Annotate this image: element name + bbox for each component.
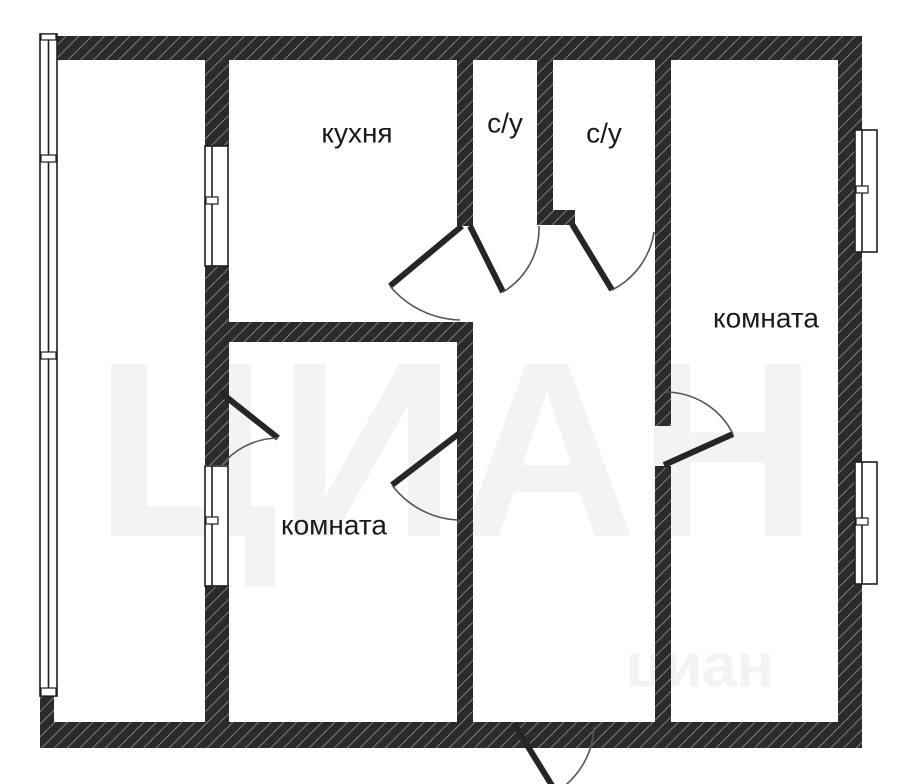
room-label-bathroom-2: с/у (586, 117, 622, 148)
wall-partition-v3-stub (537, 210, 575, 225)
door-bathroom-2 (569, 222, 655, 292)
window-right-upper (854, 129, 878, 253)
wall-exterior-bottom (40, 722, 862, 748)
watermark-primary: ЦИАН (94, 310, 817, 589)
windows-layer (39, 33, 878, 697)
window-partition-upper (204, 145, 229, 267)
room-label-kitchen: кухня (321, 117, 392, 148)
wall-partition-v1-bottom (205, 585, 229, 748)
window-partition-lower (204, 465, 229, 587)
room-labels-layer: кухня с/у с/у комната комната (281, 107, 819, 540)
wall-partition-v1-mid (205, 265, 229, 465)
wall-partition-h1 (229, 322, 469, 342)
window-right-lower (854, 461, 878, 585)
wall-partition-v3 (537, 36, 553, 221)
door-bathroom-1 (467, 224, 540, 294)
watermark-secondary: циан (626, 631, 774, 700)
window-left-balcony (39, 33, 58, 697)
door-room-left-upper (218, 389, 280, 467)
wall-partition-v2-bottom (457, 322, 473, 722)
wall-partition-v4-top (655, 36, 671, 426)
wall-partition-v2-top (457, 36, 473, 226)
room-label-bathroom-1: с/у (487, 107, 523, 138)
door-entrance (511, 722, 595, 784)
watermark-layer: ЦИАН циан (94, 310, 817, 700)
walls-layer (40, 36, 862, 748)
door-kitchen (388, 223, 464, 321)
door-room-left-lower (390, 429, 463, 521)
room-label-room-bottom-left: комната (281, 509, 387, 540)
door-room-right (662, 391, 735, 468)
doors-layer (218, 222, 735, 784)
wall-partition-v1-top (205, 36, 229, 146)
wall-partition-v4-bottom (655, 466, 671, 724)
room-label-room-right: комната (713, 302, 819, 333)
wall-exterior-left-bottom (40, 690, 54, 748)
